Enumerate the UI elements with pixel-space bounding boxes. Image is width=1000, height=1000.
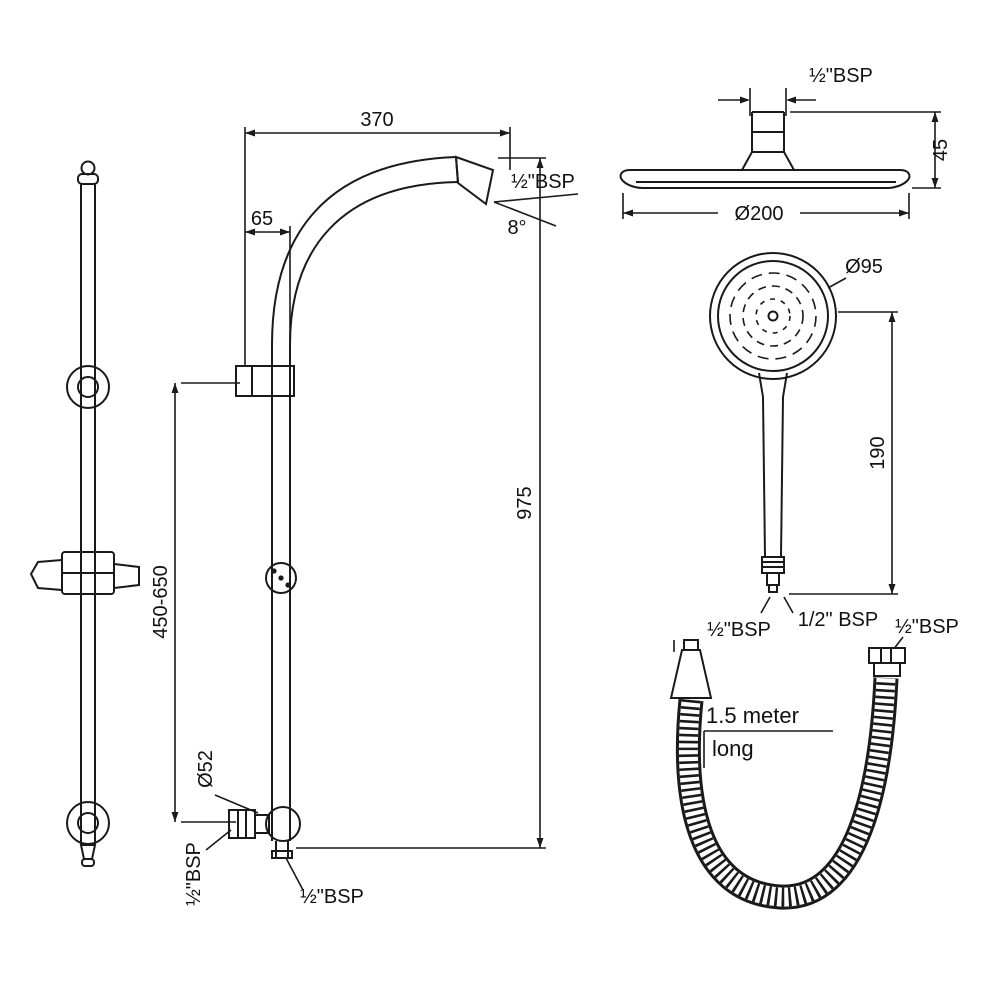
hose-right-fitting [868, 647, 906, 677]
slide-bar-bottom-bracket [66, 801, 110, 845]
wall-flange [235, 365, 295, 397]
outlet-bsp-label: ½"BSP [511, 171, 575, 193]
inlet-fitting [228, 806, 301, 859]
hose-left-fitting [669, 639, 713, 699]
inlet-bsp-side-label: ½"BSP [183, 842, 205, 906]
curved-arm [271, 156, 457, 346]
dia-95-label: Ø95 [845, 256, 883, 278]
hand-shower-handle [758, 372, 788, 593]
dia-200-label: Ø200 [735, 203, 784, 225]
overhead-bsp-label: ½"BSP [809, 65, 873, 87]
dim-450-650-label: 450-650 [150, 565, 172, 638]
hose-bsp-left-label: ½"BSP [707, 619, 771, 641]
dim-975-label: 975 [514, 486, 536, 519]
inlet-bsp-bottom-label: ½"BSP [300, 886, 364, 908]
shower-hose-view: ½"BSP ½"BSP 1.5 meter long [669, 616, 959, 910]
dia-52-label: Ø52 [195, 750, 217, 788]
hand-shower-bsp-label: 1/2" BSP [798, 609, 878, 631]
arm-outlet-nozzle [454, 155, 495, 206]
slide-bar-holder [29, 551, 140, 595]
hose-length-line1: 1.5 meter [706, 703, 799, 728]
hand-shower-face [709, 252, 837, 380]
hose-bsp-right-label: ½"BSP [895, 616, 959, 638]
hose-length-line2: long [712, 736, 754, 761]
hand-shower-view: Ø95 190 1/2" BSP [709, 252, 898, 631]
overhead-disc [619, 169, 911, 189]
dim-45-label: 45 [930, 139, 952, 161]
slide-bar-view [29, 160, 140, 867]
diverter-knob [265, 562, 297, 594]
overhead-shower-view: ½"BSP Ø200 45 [619, 65, 952, 225]
dim-190-label: 190 [867, 436, 889, 469]
slide-bar-top-bracket [66, 365, 110, 409]
angle-8-label: 8° [507, 217, 526, 239]
dim-370-label: 370 [360, 109, 393, 131]
dim-65-label: 65 [251, 208, 273, 230]
shower-column-view: 370 65 ½"BSP 8° 975 450-650 Ø52 ½"BSP ½"… [150, 109, 579, 908]
